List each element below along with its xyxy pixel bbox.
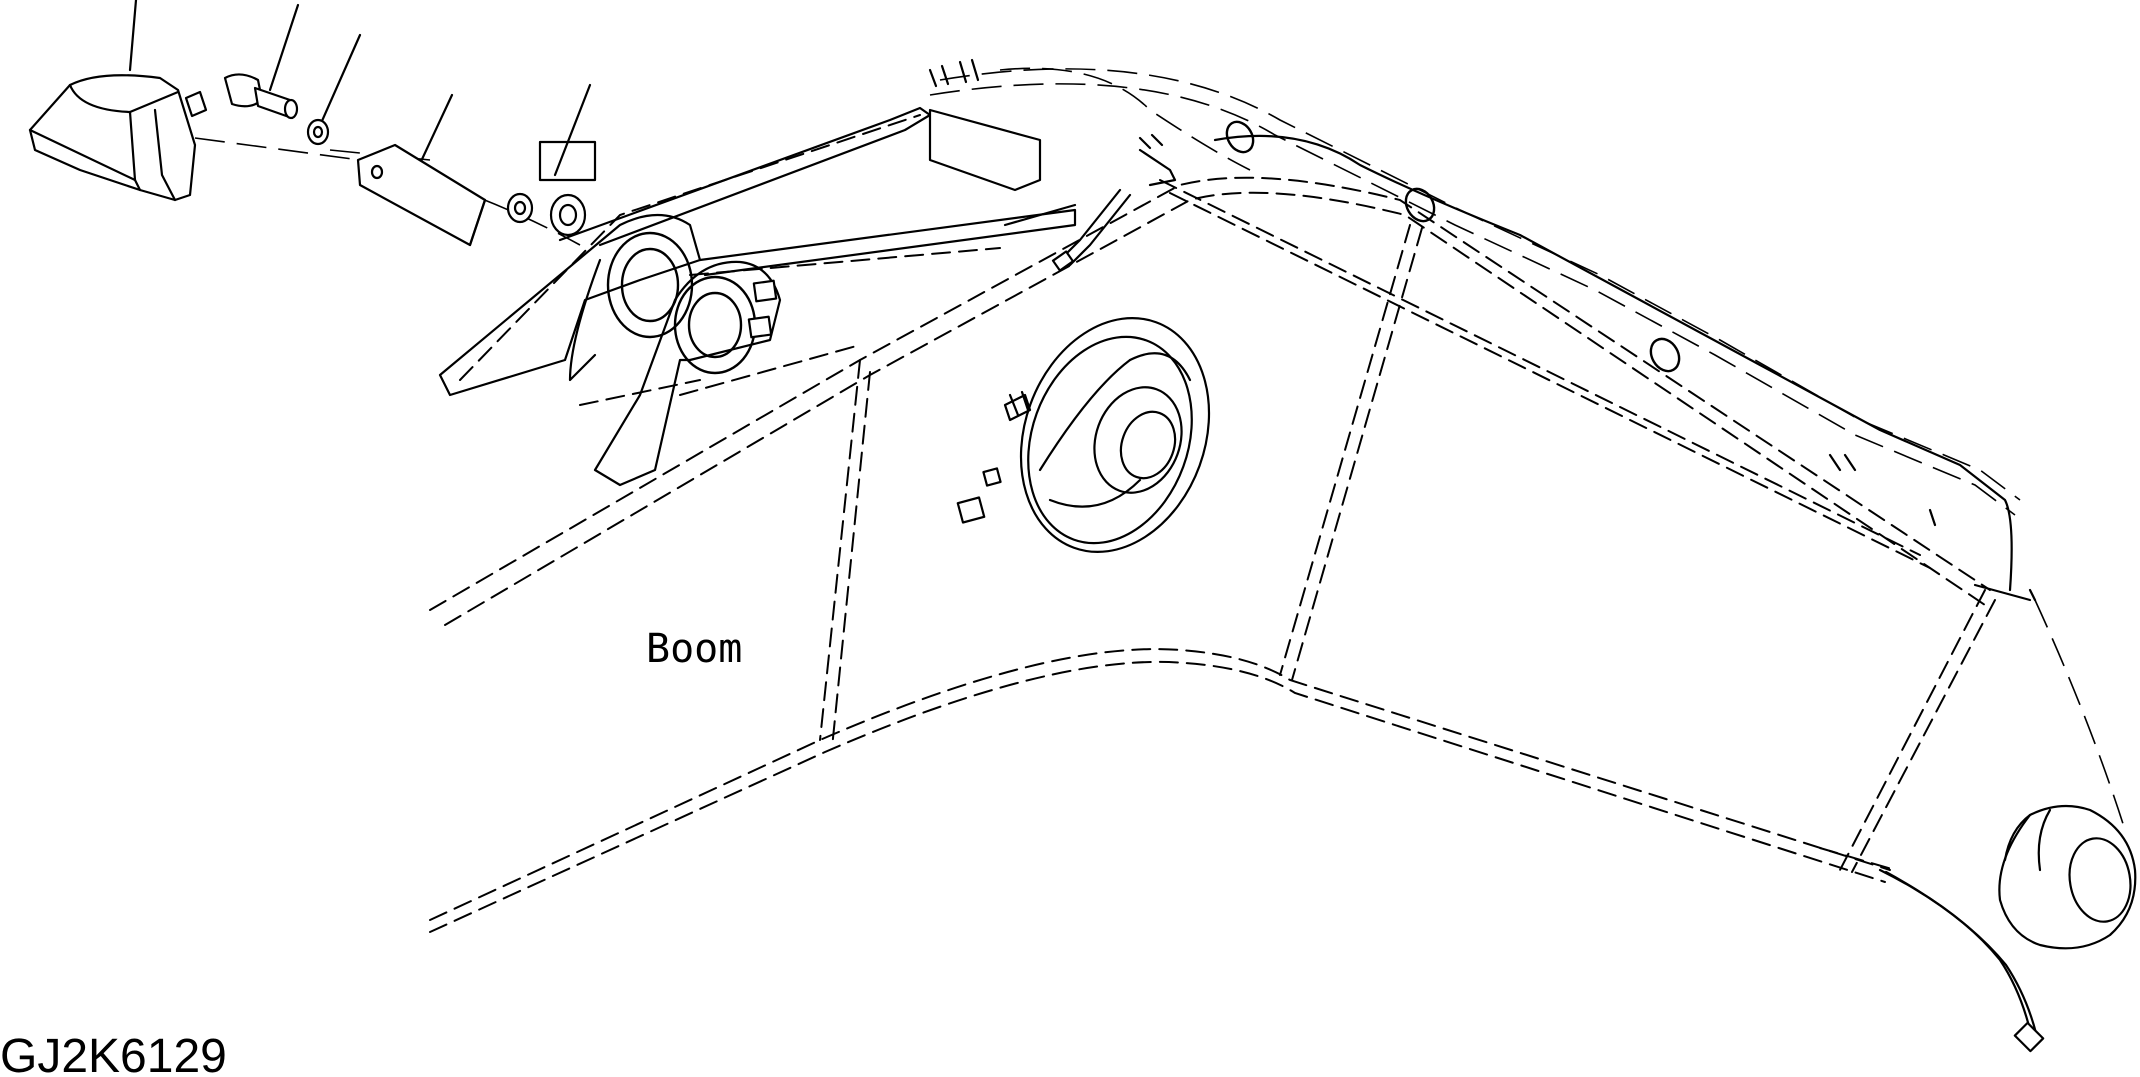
lamp-housing xyxy=(28,74,208,202)
figure-code: GJ2K6129 xyxy=(0,1030,227,1077)
washer-small xyxy=(506,192,534,224)
bracket xyxy=(356,143,487,247)
boom-body xyxy=(429,176,2126,933)
exploded-parts xyxy=(28,0,597,247)
boom-foot-assembly xyxy=(438,106,1077,487)
wiring-harness xyxy=(928,58,2045,1053)
collar xyxy=(538,140,597,237)
boom-label: Boom xyxy=(646,626,742,672)
washer xyxy=(306,118,330,146)
bolt xyxy=(223,73,299,120)
front-work-lamp xyxy=(1998,804,2137,950)
cylinder-boss xyxy=(956,317,1211,553)
